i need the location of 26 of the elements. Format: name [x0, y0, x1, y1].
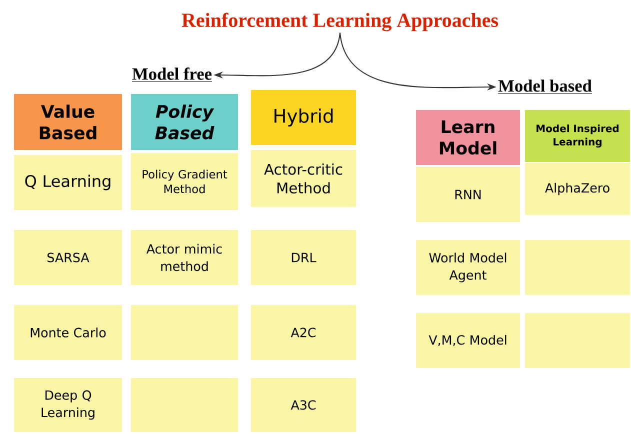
empty-sticky-note: [131, 378, 238, 432]
title: Reinforcement Learning Approaches: [182, 12, 498, 32]
sticky-note: Deep Q Learning: [14, 378, 122, 432]
empty-sticky-note: [525, 313, 630, 368]
sticky-note: AlphaZero: [525, 163, 630, 215]
empty-sticky-note: [525, 240, 630, 295]
sticky-note: Actor-critic Method: [251, 150, 356, 207]
sticky-note: SARSA: [14, 230, 122, 285]
sticky-note: RNN: [416, 167, 520, 222]
sticky-note: Model Inspired Learning: [525, 110, 630, 162]
sticky-note: Monte Carlo: [14, 305, 122, 360]
sticky-note: V,M,C Model: [416, 313, 520, 368]
sticky-note: World Model Agent: [416, 240, 520, 295]
sticky-note: DRL: [251, 230, 356, 285]
sticky-note: Hybrid: [251, 90, 356, 145]
sticky-note: Actor mimic method: [131, 230, 238, 285]
empty-sticky-note: [131, 305, 238, 360]
sticky-note: A3C: [251, 378, 356, 432]
section-heading: Model free: [132, 67, 212, 82]
sticky-note: Q Learning: [14, 155, 122, 210]
sticky-note: Policy Based: [131, 94, 238, 150]
sticky-note: A2C: [251, 305, 356, 360]
section-heading: Model based: [498, 80, 592, 94]
sticky-note: Policy Gradient Method: [131, 153, 238, 210]
sticky-note: Learn Model: [416, 110, 520, 165]
sticky-note: Value Based: [14, 94, 122, 150]
